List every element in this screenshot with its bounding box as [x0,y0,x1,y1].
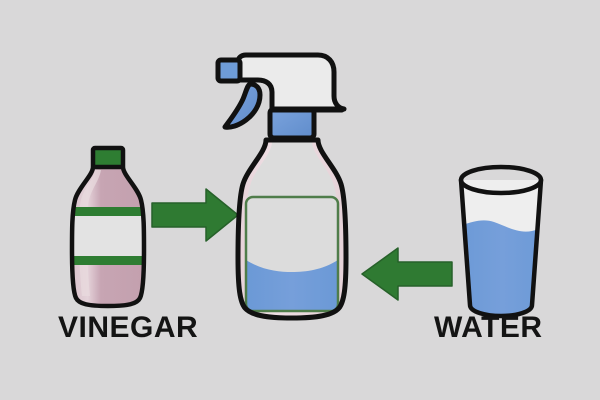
vinegar-bottle-label-band [72,213,144,259]
label-vinegar: VINEGAR [58,311,198,344]
water-glass-liquid [461,220,541,316]
water-glass-rim [458,164,544,196]
arrow-left-shape [361,247,453,301]
arrow-right-shape [151,188,239,242]
spray-bottle-outline [235,137,349,321]
spray-bottle-liquid [246,260,338,311]
water-glass [458,164,544,319]
spray-bottle-nozzle [215,57,243,84]
spray-bottle [215,52,349,321]
arrow-water-to-spray [361,247,453,301]
spray-bottle-shell [235,52,347,112]
arrow-vinegar-to-spray [151,188,239,242]
spray-bottle-label-outline [244,195,340,313]
water-glass-outline [458,177,544,319]
spray-bottle-trigger [222,81,263,130]
vinegar-bottle-outline [69,164,147,309]
vinegar-bottle-stripe-bottom [72,256,144,265]
vinegar-bottle [69,145,147,309]
vinegar-bottle-stripe-top [72,207,144,216]
label-water: WATER [434,311,543,344]
spray-bottle-collar [267,106,317,141]
